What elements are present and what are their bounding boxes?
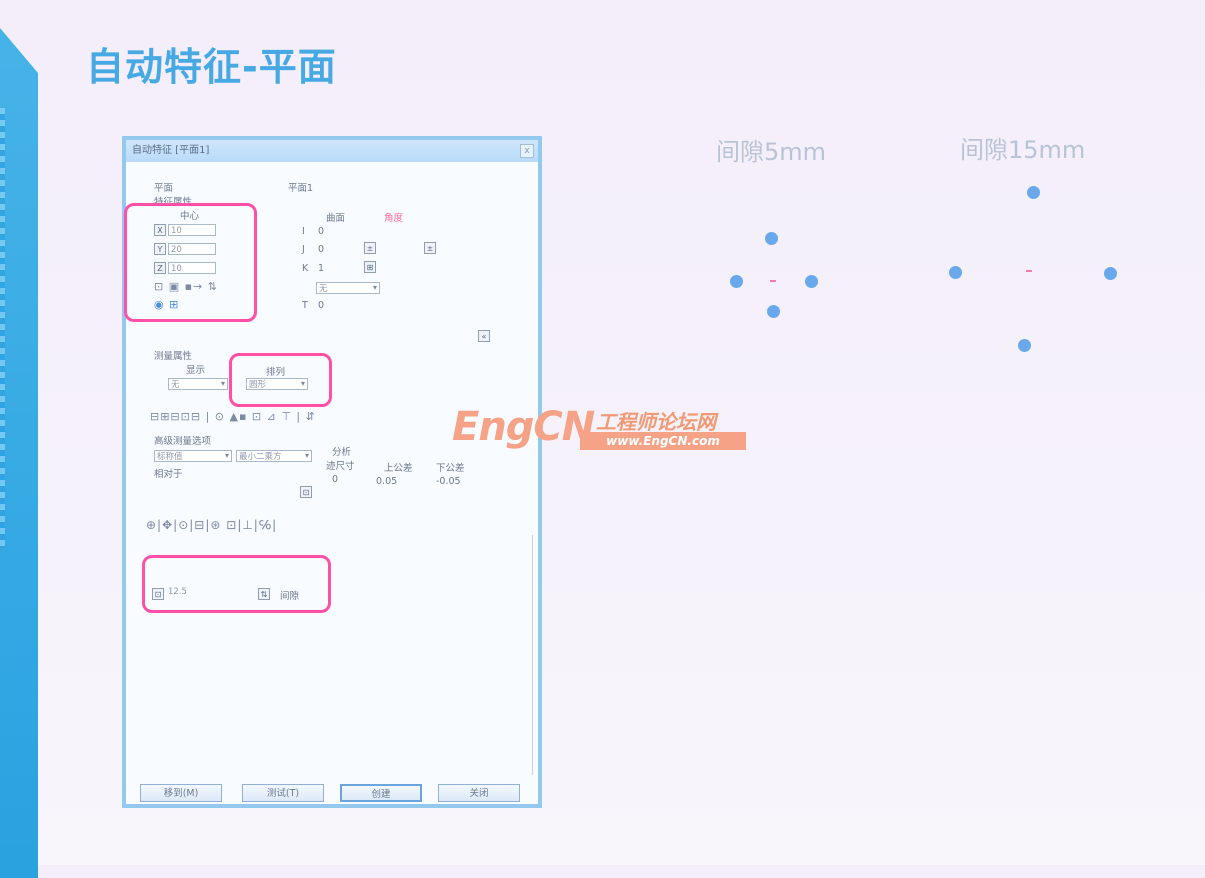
gap-highlight-box [142, 555, 331, 613]
advanced-label: 高级测量选项 [154, 436, 212, 447]
feature-toolbar-icon[interactable]: ⊕|✥|⊙|⊟|⊛ ⊡|⊥|℅| [146, 518, 278, 532]
vector-flip-icon[interactable]: ± [364, 242, 376, 254]
feature-name-label: 平面1 [288, 183, 314, 194]
upper-tol-value[interactable]: 0.05 [376, 476, 398, 487]
feature-type-label[interactable]: 平面 [154, 183, 174, 194]
measure-props-label: 测量属性 [154, 351, 193, 362]
analysis-label: 分析 [332, 447, 352, 458]
surface-label: 曲面 [326, 213, 346, 224]
t-value[interactable]: 0 [318, 300, 325, 311]
test-button[interactable]: 测试(T) [242, 784, 324, 802]
feature-position-label: 特征属性 [154, 197, 193, 208]
center-y-label: Y [154, 243, 166, 255]
arrange-label: 排列 [266, 367, 286, 378]
display-combo[interactable]: 无 [168, 378, 228, 390]
center-label: 中心 [180, 211, 200, 222]
center-y-field[interactable]: 20 [168, 243, 216, 255]
upper-tol-label: 上公差 [384, 463, 413, 474]
slide-title: 自动特征-平面 [86, 45, 337, 89]
center-x-field[interactable]: 10 [168, 224, 216, 236]
gap-5-point-bottom [767, 305, 780, 318]
gap-15-center-mark [1026, 270, 1032, 272]
size-value[interactable]: 0 [332, 474, 339, 485]
relative-toggle-icon[interactable]: ⊡ [300, 486, 312, 498]
center-x-label: X [154, 224, 166, 236]
display-label: 显示 [186, 365, 206, 376]
j-value[interactable]: 0 [318, 244, 325, 255]
watermark-brand: EngCN [452, 404, 595, 450]
gap-15-point-top [1027, 186, 1040, 199]
engcn-watermark: EngCN 工程师论坛网 www.EngCN.com [452, 404, 752, 456]
lower-tol-value[interactable]: -0.05 [436, 476, 461, 487]
dialog-divider [532, 535, 533, 775]
k-label: K [302, 263, 309, 274]
close-icon[interactable]: x [520, 144, 534, 158]
arrange-highlight-box [229, 353, 332, 407]
gap-stepper-icon[interactable]: ⇅ [258, 588, 270, 600]
i-value[interactable]: 0 [318, 226, 325, 237]
angle-label: 角度 [384, 213, 404, 224]
gap-15-point-left [949, 266, 962, 279]
center-highlight-box [124, 203, 257, 322]
gap-field[interactable]: 12.5 [168, 587, 187, 597]
arrange-combo[interactable]: 圆形 [246, 378, 308, 390]
center-z-field[interactable]: 10 [168, 262, 216, 274]
side-bar-stripe [0, 108, 5, 548]
vector-reset-icon[interactable]: ⊞ [364, 261, 376, 273]
center-z-label: Z [154, 262, 166, 274]
gap-5-point-left [730, 275, 743, 288]
close-button[interactable]: 关闭 [438, 784, 520, 802]
watermark-chinese: 工程师论坛网 [596, 410, 716, 434]
least-squares-combo[interactable]: 最小二乘方 [236, 450, 312, 462]
auto-feature-dialog: 自动特征 [平面1] x 平面 平面1 特征属性 中心 X 10 Y 20 Z … [122, 136, 542, 808]
dialog-titlebar: 自动特征 [平面1] x [126, 140, 538, 162]
dialog-title: 自动特征 [平面1] [132, 145, 210, 156]
gap-15-point-bottom [1018, 339, 1031, 352]
j-label: J [302, 244, 305, 255]
gap-15-label: 间隙15mm [960, 136, 1086, 164]
gap-5-label: 间隙5mm [716, 138, 827, 166]
decorative-side-bar [0, 28, 38, 878]
i-label: I [302, 226, 305, 237]
gap-15-point-right [1104, 267, 1117, 280]
t-label: T [302, 300, 308, 311]
collapse-icon[interactable]: « [478, 330, 490, 342]
nominal-combo[interactable]: 标称值 [154, 450, 232, 462]
watermark-url: www.EngCN.com [580, 432, 746, 450]
vector-flip2-icon[interactable]: ± [424, 242, 436, 254]
gap-icon[interactable]: ⊡ [152, 588, 164, 600]
gap-5-center-mark [770, 280, 776, 282]
gap-5-point-top [765, 232, 778, 245]
vector-option-combo[interactable]: 无 [316, 282, 380, 294]
move-button[interactable]: 移到(M) [140, 784, 222, 802]
lower-tol-label: 下公差 [436, 463, 465, 474]
relative-label: 相对于 [154, 469, 183, 480]
center-tools-icon[interactable]: ⊡ ▣ ▪→ ⇅ [154, 280, 218, 293]
k-value[interactable]: 1 [318, 263, 325, 274]
create-button[interactable]: 创建 [340, 784, 422, 802]
measure-toolbar-icon[interactable]: ⊟⊞⊟⊡⊟ | ⊙ ▲▪ ⊡ ⊿ ⊤ | ⇵ [150, 410, 316, 423]
gap-5-point-right [805, 275, 818, 288]
size-label: 迹尺寸 [326, 461, 355, 472]
gap-label: 间隙 [280, 591, 300, 602]
radio-icon[interactable]: ◉ ⊞ [154, 298, 180, 311]
